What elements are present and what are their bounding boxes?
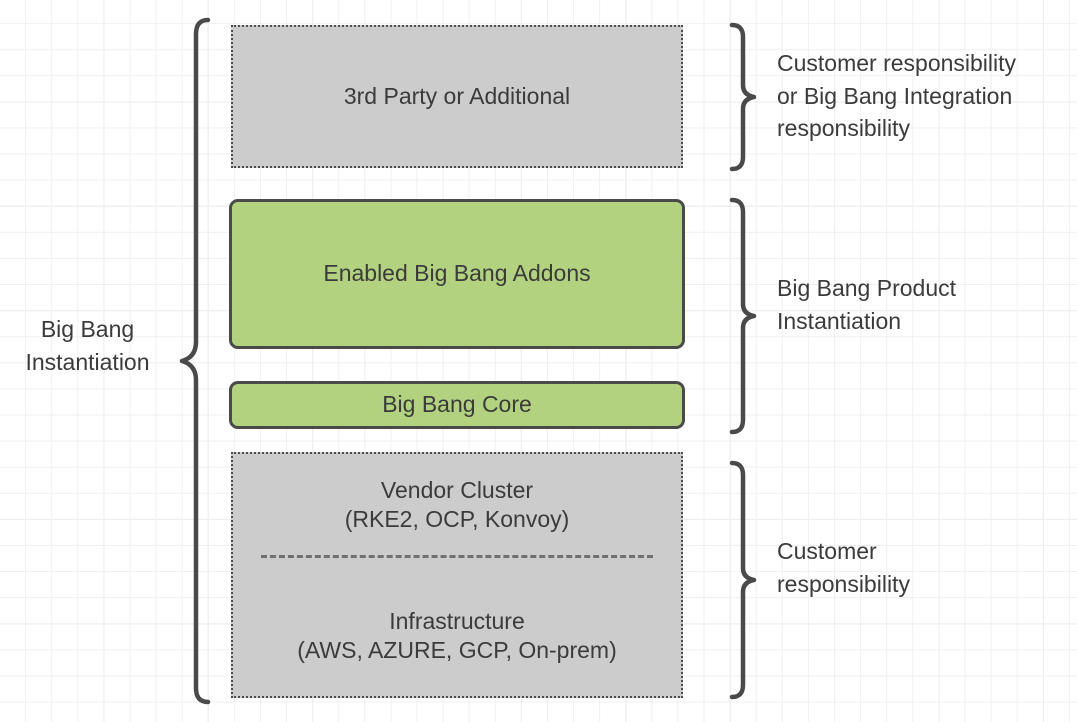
- brace-customer-integration: [728, 21, 758, 173]
- brace-customer-responsibility: [728, 459, 758, 701]
- box-vendor-cluster-label: Vendor Cluster (RKE2, OCP, Konvoy): [344, 477, 570, 533]
- annotation-product-instantiation: Big Bang Product Instantiation: [777, 275, 957, 334]
- left-group-brace: [178, 16, 212, 706]
- box-infrastructure-label: Infrastructure (AWS, AZURE, GCP, On-prem…: [297, 608, 617, 664]
- box-big-bang-core-label: Big Bang Core: [382, 391, 532, 418]
- box-foundation[interactable]: Vendor Cluster (RKE2, OCP, Konvoy) Infra…: [231, 452, 683, 698]
- annotation-customer-integration: Customer responsibility or Big Bang Inte…: [777, 50, 1017, 142]
- box-enabled-big-bang-addons-label: Enabled Big Bang Addons: [323, 260, 591, 287]
- box-big-bang-core[interactable]: Big Bang Core: [229, 381, 685, 429]
- left-group-label: Big Bang Instantiation: [25, 316, 150, 375]
- box-enabled-big-bang-addons[interactable]: Enabled Big Bang Addons: [229, 199, 685, 349]
- annotation-customer-responsibility: Customer responsibility: [777, 538, 910, 597]
- brace-product-instantiation: [728, 196, 758, 436]
- box-third-party-label: 3rd Party or Additional: [343, 82, 571, 109]
- box-third-party[interactable]: 3rd Party or Additional: [231, 25, 683, 168]
- foundation-divider: [261, 555, 653, 558]
